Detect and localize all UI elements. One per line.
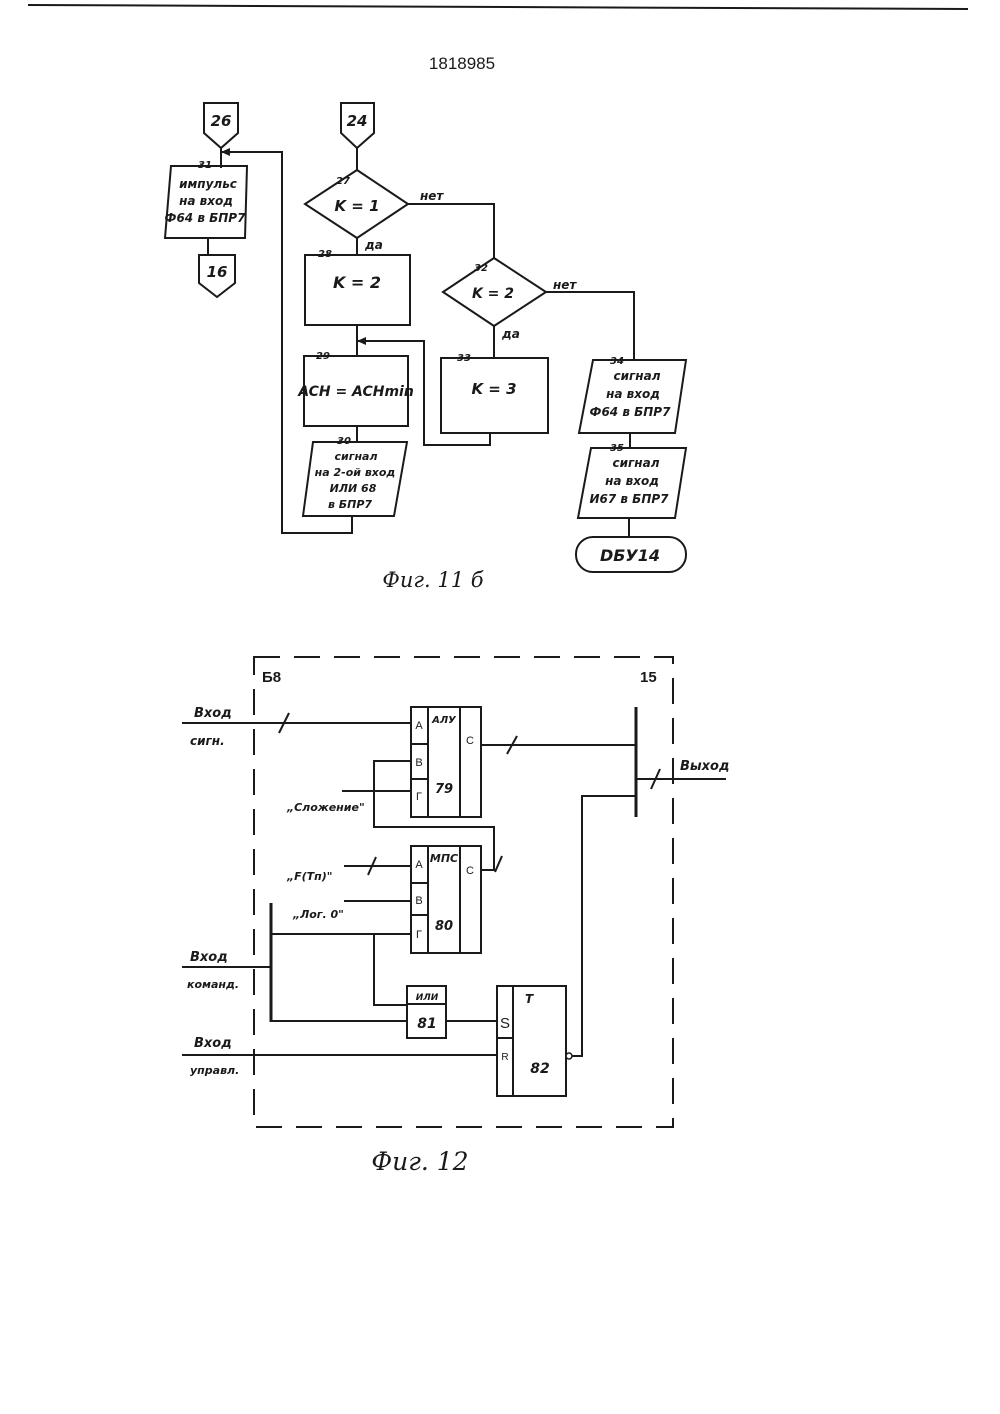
trigger-inverted-output <box>566 1053 572 1059</box>
frame-label: Б8 <box>262 669 281 686</box>
page-top-border <box>28 5 968 9</box>
bus-mark <box>495 856 502 872</box>
block-33-text: K = 3 <box>471 380 516 398</box>
trigger-name: T <box>525 992 534 1006</box>
input-command-label-2: команд. <box>187 978 239 991</box>
mps-name: МПС <box>430 852 458 865</box>
mps-pin-g: Г <box>416 929 422 941</box>
block-31-line-3: Ф64 в БПР7 <box>165 211 247 225</box>
input-control-label-2: управл. <box>190 1064 239 1077</box>
decision-32-text: K = 2 <box>472 286 514 302</box>
block-35-line-3: И67 в БПР7 <box>589 492 669 506</box>
arrow-head <box>357 337 366 345</box>
figure-12-schematic: Б8 15 Вход сигн. Вход команд. Вход управ… <box>182 657 729 1176</box>
figure-11b-caption: Фиг. 11 б <box>382 568 483 592</box>
connector-24-label: 24 <box>347 112 368 130</box>
alu-pin-b: B <box>415 757 422 769</box>
block-35-line-1: сигнал <box>613 456 660 470</box>
zero-const-label: „Лог. 0" <box>292 908 344 921</box>
block-30-line-2: на 2-ой вход <box>315 466 396 479</box>
mps-number: 80 <box>435 919 453 934</box>
trigger-pin-r: R <box>501 1052 508 1063</box>
figure-12-caption: Фиг. 12 <box>371 1147 468 1176</box>
decision-27-no-label: нет <box>420 189 444 203</box>
decision-27-text: K = 1 <box>334 197 379 215</box>
block-34-number: 34 <box>610 356 624 367</box>
flow-line-no-32 <box>546 292 634 360</box>
decision-27-yes-label: да <box>364 238 383 252</box>
input-control-label-1: Вход <box>194 1036 232 1051</box>
trigger-number: 82 <box>530 1061 549 1077</box>
block-30-line-3: ИЛИ 68 <box>330 482 377 495</box>
input-signal-label-2: сигн. <box>190 734 225 748</box>
alu-name: АЛУ <box>431 715 457 726</box>
nor-name: ИЛИ <box>416 993 439 1003</box>
decision-32-yes-label: да <box>501 327 520 341</box>
addition-const-label: „Сложение" <box>286 801 365 814</box>
input-signal-label-1: Вход <box>194 706 232 721</box>
mps-pin-a: A <box>415 859 423 871</box>
command-to-nor-line <box>374 934 407 1005</box>
f-const-label: „F(Tп)" <box>286 870 333 883</box>
block-30-line-1: сигнал <box>334 450 377 463</box>
block-29-text: ACH = ACHmin <box>297 384 414 400</box>
decision-32-number: 32 <box>474 263 488 274</box>
terminal-label: DБУ14 <box>600 546 660 565</box>
flow-line-no-27 <box>408 204 494 258</box>
input-command-label-1: Вход <box>190 950 228 965</box>
connector-16-label: 16 <box>207 263 228 281</box>
trigger-output-line <box>566 796 636 1056</box>
block-28-text: K = 2 <box>333 273 381 292</box>
alu-number: 79 <box>435 782 453 797</box>
block-31-line-2: на вход <box>179 194 233 208</box>
block-31-line-1: импульс <box>179 177 237 191</box>
trigger-pin-s: S <box>500 1015 510 1032</box>
block-34-line-3: Ф64 в БПР7 <box>590 405 672 419</box>
mps-pin-b: B <box>415 895 422 907</box>
block-30-line-4: в БПР7 <box>328 498 372 511</box>
alu-out-c: C <box>466 735 474 747</box>
frame-number: 15 <box>640 669 657 686</box>
alu-pin-g: Г <box>416 791 422 803</box>
nor-number: 81 <box>417 1016 436 1032</box>
decision-32-no-label: нет <box>553 278 577 292</box>
block-35-line-2: на вход <box>605 474 659 488</box>
alu-pin-a: A <box>415 720 423 732</box>
figure-11b-flowchart: 26 31 импульс на вход Ф64 в БПР7 16 24 2… <box>165 103 686 592</box>
output-label: Выход <box>680 759 729 774</box>
mps-out-c: C <box>466 865 474 877</box>
connector-26-label: 26 <box>211 112 232 130</box>
arrow-head <box>221 148 230 156</box>
block-34-line-2: на вход <box>606 387 660 401</box>
block-34-line-1: сигнал <box>614 369 661 383</box>
patent-number: 1818985 <box>429 54 495 73</box>
block-frame-b8 <box>254 657 673 1127</box>
